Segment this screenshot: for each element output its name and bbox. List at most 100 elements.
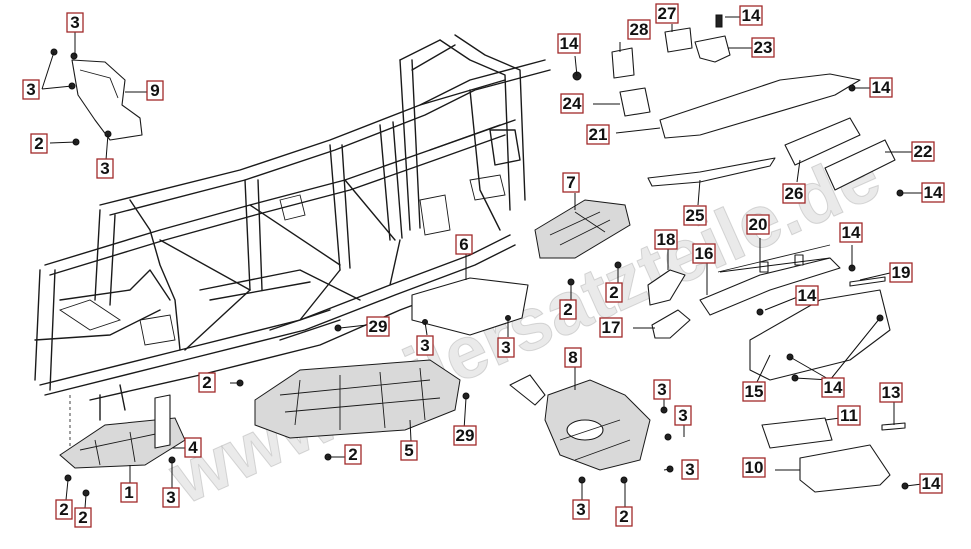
- callout-box: [96, 158, 114, 179]
- callout-number: 1: [124, 483, 133, 502]
- callout-3: 3: [681, 459, 699, 480]
- callout-box: [782, 183, 806, 204]
- callout-number: 3: [100, 159, 109, 178]
- callout-box: [605, 282, 623, 303]
- callout-box: [120, 482, 138, 503]
- callout-number: 3: [576, 500, 585, 519]
- leader-lines: [41, 16, 923, 509]
- callout-box: [751, 37, 775, 58]
- callout-box: [837, 405, 861, 426]
- callout-box: [30, 133, 48, 154]
- part-23-bracket: [694, 35, 731, 63]
- callout-box: [184, 437, 202, 458]
- lower-right-plates: [761, 417, 909, 493]
- callout-14: 14: [739, 5, 763, 26]
- callout-22: 22: [911, 141, 935, 162]
- callout-11: 11: [837, 405, 861, 426]
- callout-number: 4: [188, 438, 198, 457]
- part-8-rear-housing: [509, 374, 674, 484]
- callout-number: 15: [745, 382, 764, 401]
- callout-box: [366, 316, 390, 337]
- callout-number: 2: [619, 507, 628, 526]
- callout-number: 20: [749, 215, 768, 234]
- part-26-mudflap: [784, 117, 861, 166]
- callout-box: [742, 457, 766, 478]
- callout-16: 16: [692, 243, 716, 264]
- callout-number: 3: [657, 380, 666, 399]
- callout-number: 3: [26, 80, 35, 99]
- callout-19: 19: [889, 262, 913, 283]
- callout-number: 10: [745, 458, 764, 477]
- callout-2: 2: [55, 499, 73, 520]
- callout-number: 2: [59, 500, 68, 519]
- side-guard-parts: [647, 244, 891, 382]
- callout-14: 14: [919, 473, 943, 494]
- callout-box: [560, 93, 584, 114]
- callout-7: 7: [562, 172, 580, 193]
- callout-29: 29: [366, 316, 390, 337]
- callout-2: 2: [559, 299, 577, 320]
- callout-box: [146, 80, 164, 101]
- part-11-plate: [761, 417, 833, 449]
- callout-number: 22: [914, 142, 933, 161]
- callout-number: 14: [924, 183, 943, 202]
- callout-box: [162, 487, 180, 508]
- chassis-frame: [34, 34, 551, 455]
- callout-number: 11: [840, 406, 858, 425]
- callout-box: [674, 405, 692, 426]
- callout-3: 3: [162, 487, 180, 508]
- callout-15: 15: [742, 381, 766, 402]
- callout-number: 16: [695, 244, 714, 263]
- upper-right-parts: [572, 14, 904, 197]
- callout-2: 2: [605, 282, 623, 303]
- callout-box: [562, 172, 580, 193]
- part-28-plate: [611, 47, 635, 79]
- callout-number: 9: [150, 81, 159, 100]
- part-17-pad: [651, 309, 691, 339]
- callout-14: 14: [821, 377, 845, 398]
- part-9-front-cover: [50, 48, 143, 146]
- callout-29: 29: [453, 425, 477, 446]
- callout-number: 19: [892, 263, 911, 282]
- callout-box: [921, 182, 945, 203]
- callout-number: 14: [560, 34, 579, 53]
- clip-b: [794, 254, 804, 266]
- part-27-clip: [664, 27, 693, 53]
- callout-4: 4: [184, 437, 202, 458]
- callout-number: 27: [658, 4, 677, 23]
- part-5-center-skid: [236, 359, 470, 461]
- callout-20: 20: [746, 214, 770, 235]
- callout-14: 14: [795, 285, 819, 306]
- callout-2: 2: [30, 133, 48, 154]
- callout-box: [453, 425, 477, 446]
- callout-number: 5: [404, 441, 413, 460]
- callout-box: [681, 459, 699, 480]
- callout-box: [683, 205, 707, 226]
- callout-21: 21: [586, 124, 610, 145]
- callout-box: [655, 3, 679, 24]
- callout-3: 3: [66, 12, 84, 33]
- callout-box: [344, 444, 362, 465]
- callout-number: 13: [882, 383, 901, 402]
- callout-3: 3: [674, 405, 692, 426]
- callout-14: 14: [839, 222, 863, 243]
- callout-box: [653, 379, 671, 400]
- callout-box: [692, 243, 716, 264]
- part-13-pin: [881, 422, 906, 431]
- callout-3: 3: [416, 335, 434, 356]
- callout-number: 3: [685, 460, 694, 479]
- callout-3: 3: [497, 337, 515, 358]
- callout-number: 3: [70, 13, 79, 32]
- callout-box: [66, 12, 84, 33]
- callout-26: 26: [782, 183, 806, 204]
- part-24-plate: [619, 87, 651, 117]
- part-16-rail: [699, 257, 841, 316]
- callout-14: 14: [921, 182, 945, 203]
- callout-number: 3: [501, 338, 510, 357]
- callout-24: 24: [560, 93, 584, 114]
- callout-number: 2: [202, 373, 211, 392]
- part-15-guard: [749, 289, 891, 381]
- callout-number: 14: [742, 6, 761, 25]
- callout-number: 2: [563, 300, 572, 319]
